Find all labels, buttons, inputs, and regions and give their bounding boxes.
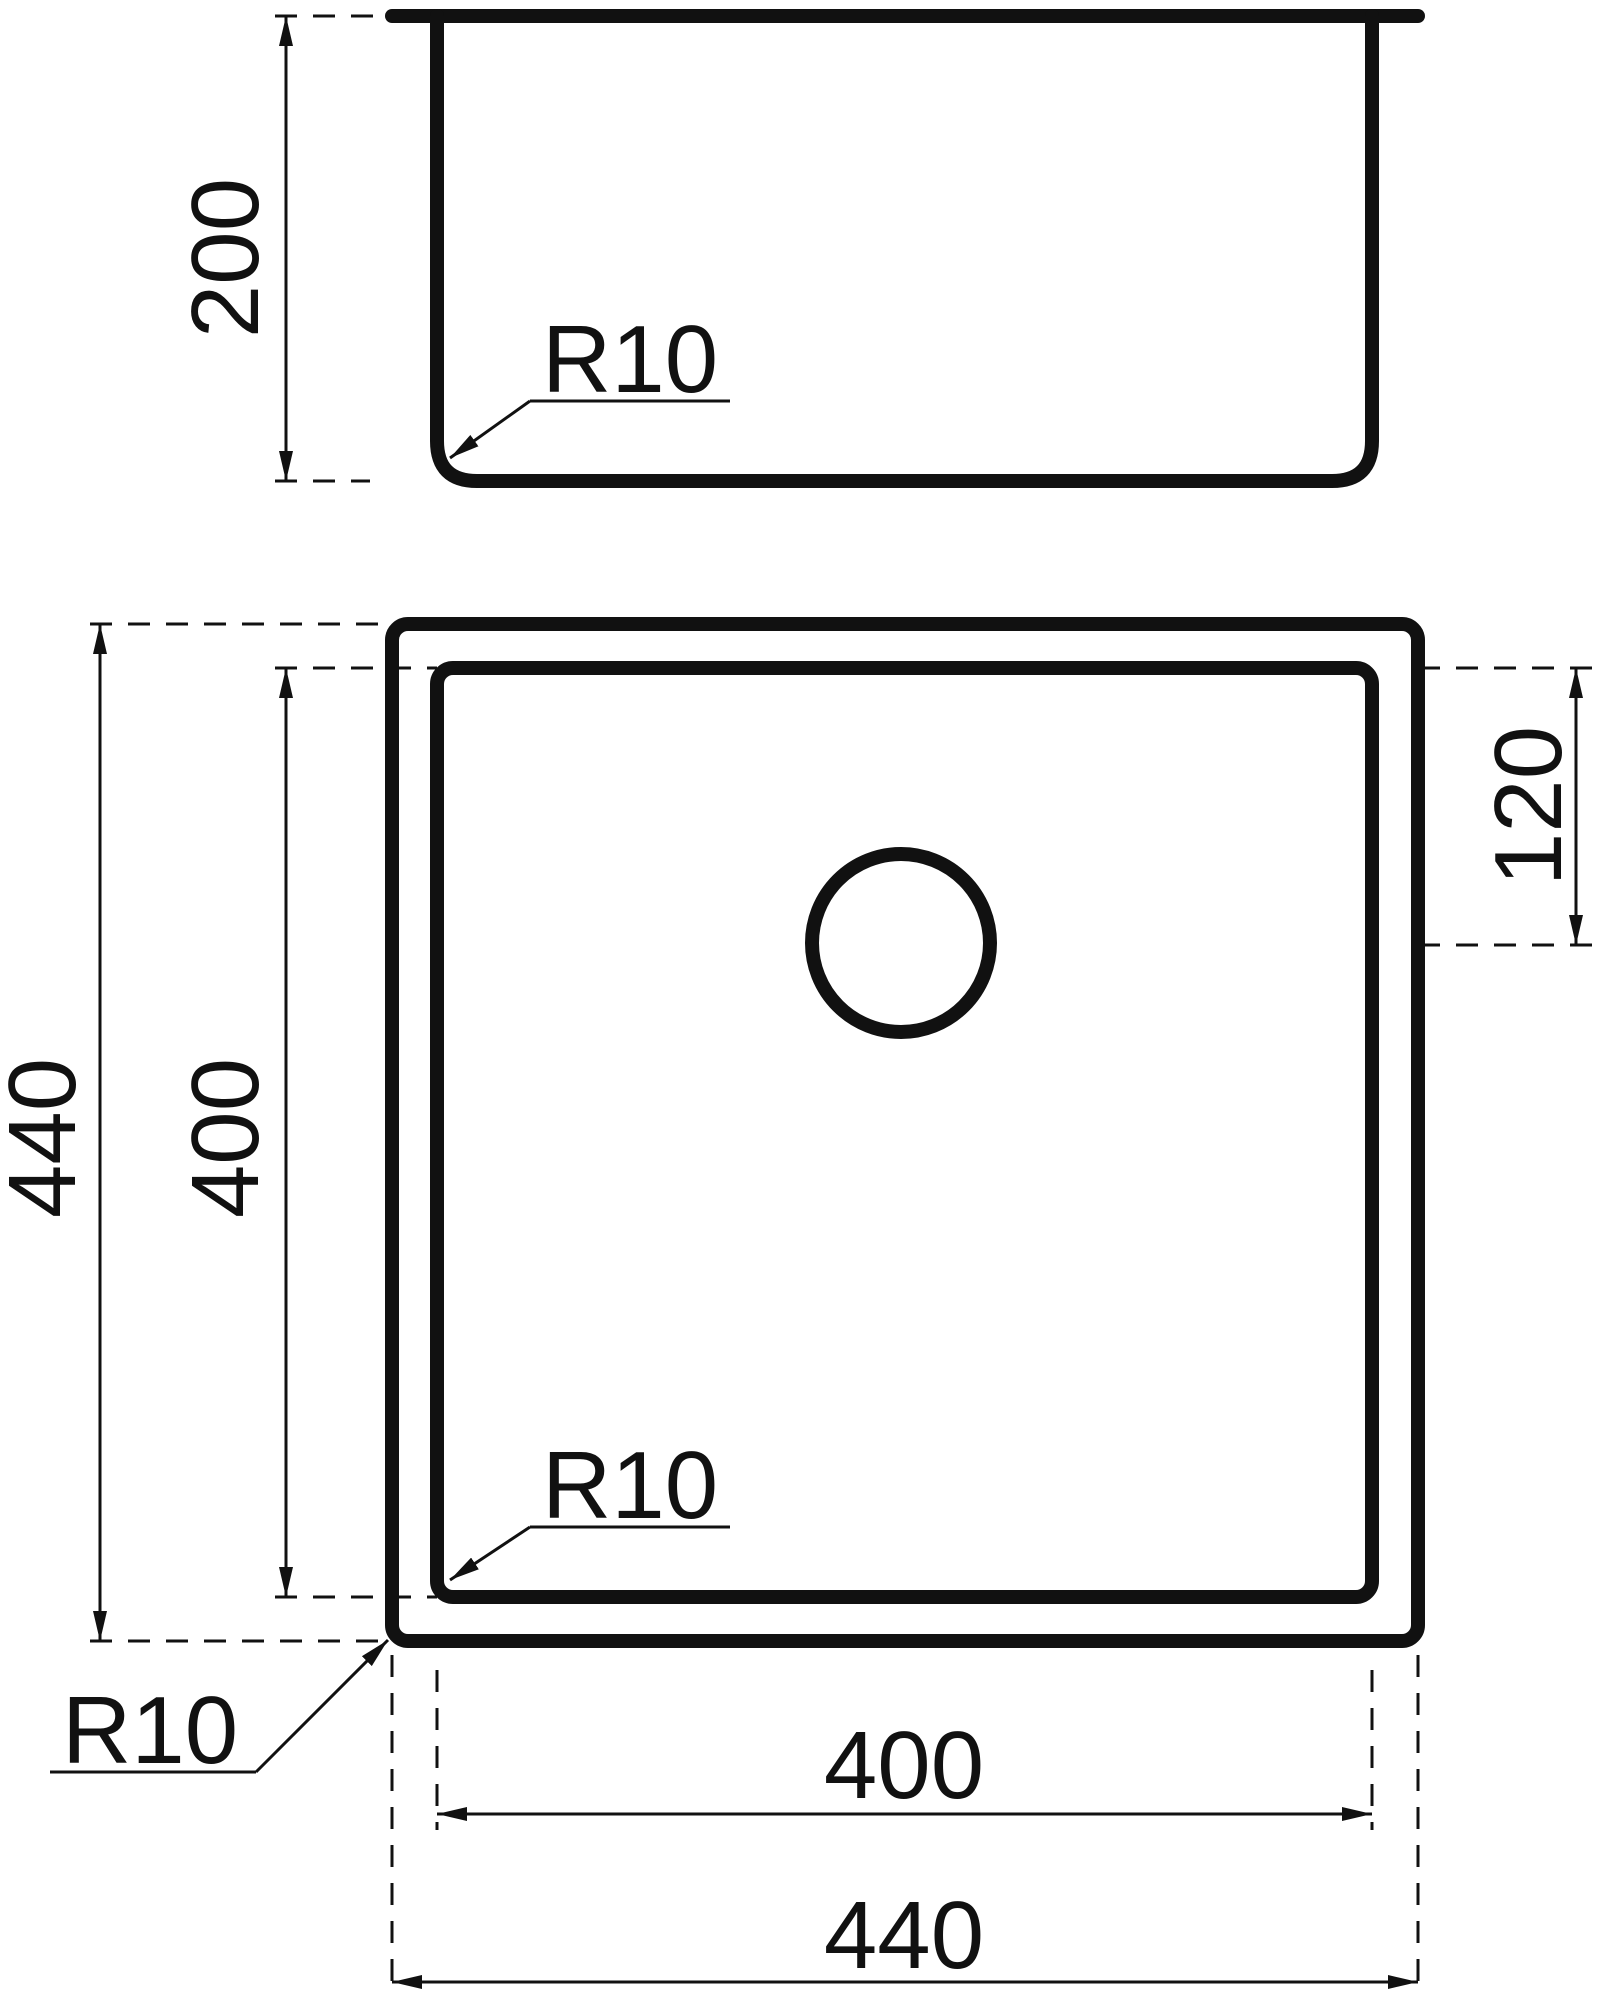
- outer-radius-leader: [254, 1638, 390, 1774]
- inner-width-label: 400: [824, 1712, 984, 1819]
- outer-height-label: 440: [0, 1058, 96, 1218]
- side-view-bowl-profile: [430, 9, 1379, 488]
- drain-hole: [805, 847, 997, 1039]
- depth-label: 200: [172, 178, 279, 338]
- side-radius-leader: [449, 399, 531, 460]
- inner-bowl-outline: [430, 661, 1379, 1604]
- outer-radius-label: R10: [62, 1677, 238, 1784]
- side-radius-label: R10: [542, 306, 718, 413]
- inner-radius-leader: [449, 1525, 531, 1582]
- side-view: 200 R10: [172, 9, 1425, 488]
- inner-height-label: 400: [172, 1058, 279, 1218]
- drain-offset-label: 120: [1475, 726, 1582, 886]
- inner-radius-label: R10: [542, 1432, 718, 1539]
- top-view: 440 400 120 400 440 R10 R10: [0, 617, 1592, 1995]
- outer-width-label: 440: [824, 1882, 984, 1989]
- outer-flange-outline: [385, 617, 1425, 1648]
